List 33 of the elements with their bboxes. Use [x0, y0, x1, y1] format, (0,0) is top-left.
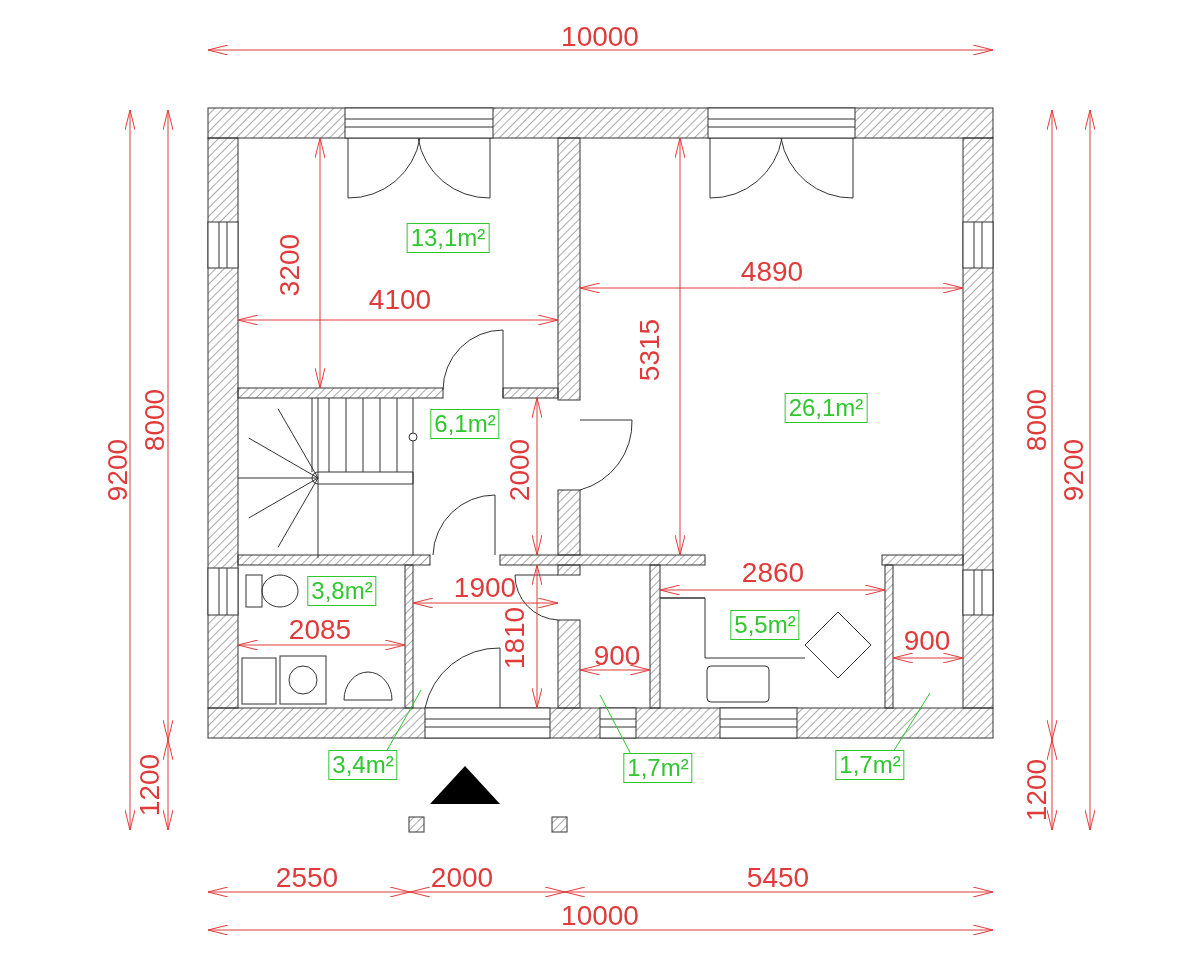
- dimension-label: 8000: [1023, 388, 1051, 452]
- dimension-label: 1200: [1023, 758, 1051, 822]
- dimension-label: 900: [593, 642, 641, 670]
- area-label: 3,8m²: [307, 576, 377, 606]
- area-label: 1,7m²: [835, 750, 905, 780]
- area-label: 1,7m²: [623, 753, 693, 783]
- dimension-label: 2000: [430, 864, 494, 892]
- leader-line: [893, 692, 931, 751]
- dimension-label: 5450: [746, 864, 810, 892]
- dimension-label: 4890: [740, 258, 804, 286]
- area-label: 5,5m²: [730, 610, 800, 640]
- dimension-label: 900: [903, 627, 951, 655]
- dimension-label: 9200: [104, 438, 132, 502]
- area-label: 6,1m²: [430, 409, 500, 439]
- dimension-label: 2550: [275, 864, 339, 892]
- dimension-label: 1900: [453, 574, 517, 602]
- dimension-label: 8000: [141, 388, 169, 452]
- area-label: 13,1m²: [406, 223, 490, 253]
- area-label: 3,4m²: [328, 750, 398, 780]
- dimension-label: 1810: [501, 606, 529, 670]
- area-label: 26,1m²: [784, 393, 868, 423]
- dimension-label: 2000: [506, 438, 534, 502]
- dimension-label: 9200: [1060, 438, 1088, 502]
- dimension-label: 10000: [561, 902, 639, 930]
- dimension-label: 2085: [288, 616, 352, 644]
- dimension-label: 10000: [561, 23, 639, 51]
- dimension-label: 5315: [636, 318, 664, 382]
- leader-line: [599, 694, 631, 754]
- dimension-label: 2860: [741, 559, 805, 587]
- dimension-label: 4100: [368, 286, 432, 314]
- dimension-label: 3200: [276, 233, 304, 297]
- leader-line: [386, 689, 422, 751]
- dimension-label: 1200: [136, 753, 164, 817]
